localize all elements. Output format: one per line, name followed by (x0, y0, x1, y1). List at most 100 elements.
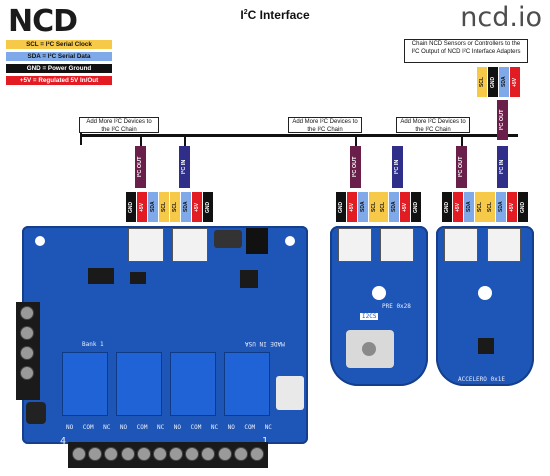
power-terminal (214, 230, 242, 248)
terminal-label: NC (210, 424, 219, 431)
screw (20, 366, 34, 380)
chain-callout-mid: Add More I²C Devices to the I²C Chain (288, 117, 362, 133)
wire-5v: +5V (192, 192, 202, 222)
wire-sda: SDA (181, 192, 191, 222)
wire-bundle-accel-in: SCL SDA +5V GND (485, 192, 528, 222)
wire-5v: +5V (400, 192, 410, 222)
wire-gnd: GND (203, 192, 213, 222)
mount-hole (478, 286, 492, 300)
terminal-label: NO (66, 424, 74, 431)
wire-scl: SCL (378, 192, 388, 222)
legend-scl: SCL = I²C Serial Clock (6, 40, 112, 49)
wire-sda: SDA (389, 192, 399, 222)
wire-bundle-relay-in: SCL SDA +5V GND (170, 192, 213, 222)
chain-callout-right: Add More I²C Devices to the I²C Chain (396, 117, 470, 133)
legend-sda: SDA = I²C Serial Data (6, 52, 112, 61)
wire-bundle-pressure-out: GND +5V SDA SCL (336, 192, 379, 222)
relay-3 (170, 352, 216, 416)
mount-hole (372, 286, 386, 300)
wire-scl: SCL (159, 192, 169, 222)
i2c-in-arrow: I²C IN (179, 146, 190, 188)
terminal-label: COM (136, 424, 148, 431)
screw (88, 447, 103, 461)
i2c-out-connector (444, 228, 478, 262)
ncd-logo: NCD (8, 4, 78, 39)
i2c-out-connector (338, 228, 372, 262)
wire-sda: SDA (148, 192, 158, 222)
wire-bundle-pressure-in: SCL SDA +5V GND (378, 192, 421, 222)
wire-5v: +5V (507, 192, 517, 222)
pressure-i2cs-label: I2CS (360, 313, 379, 320)
wire-5v: +5V (347, 192, 357, 222)
bus-drop (461, 134, 463, 146)
i2c-in-connector (172, 228, 208, 262)
screw (185, 447, 200, 461)
i2c-bus-line (80, 134, 518, 137)
page-title: I2C Interface (240, 8, 310, 22)
bus-drop (140, 134, 142, 146)
ic-chip (130, 272, 146, 284)
terminal-label: NO (173, 424, 181, 431)
terminal-label: NC (156, 424, 165, 431)
corner-label-left: 4 (60, 436, 67, 447)
wire-5v: +5V (510, 67, 520, 97)
screw (20, 346, 34, 360)
terminal-label: NC (103, 424, 111, 431)
ic-chip (240, 270, 258, 288)
legend-5v: +5V = Regulated 5V In/Out (6, 76, 112, 85)
i2c-in-connector (487, 228, 521, 262)
capacitor (26, 402, 46, 424)
ic-chip (88, 268, 114, 284)
ncd-io-logo: ncd.io (460, 2, 542, 33)
screw (120, 447, 135, 461)
i2c-in-arrow: I²C IN (392, 146, 403, 188)
bus-drop (184, 134, 186, 146)
terminal-label: NC (264, 424, 272, 431)
i2c-in-connector (380, 228, 414, 262)
wire-scl: SCL (477, 67, 487, 97)
screw (217, 447, 232, 461)
bus-drop (80, 133, 82, 145)
relay-2 (116, 352, 162, 416)
wire-gnd: GND (442, 192, 452, 222)
wire-sda: SDA (499, 67, 509, 97)
screw (20, 306, 34, 320)
terminal-label: NO (119, 424, 128, 431)
accel-label: ACCELERO 0x1E (458, 376, 505, 383)
screw (104, 447, 119, 461)
wire-5v: +5V (137, 192, 147, 222)
screw (136, 447, 151, 461)
bank-label: Bank 1 (82, 341, 104, 348)
screw (249, 447, 264, 461)
wire-gnd: GND (411, 192, 421, 222)
wire-scl: SCL (170, 192, 180, 222)
corner-label-right: 1 (262, 436, 268, 447)
wire-scl: SCL (475, 192, 485, 222)
accelerometer-chip (478, 338, 494, 354)
ncd-badge (276, 376, 304, 410)
wire-gnd: GND (488, 67, 498, 97)
mount-hole (35, 236, 45, 246)
screw (72, 447, 86, 461)
mount-hole (285, 236, 295, 246)
i2c-in-arrow: I²C IN (497, 146, 508, 188)
screw (233, 447, 248, 461)
i2c-out-arrow: I²C OUT (497, 100, 508, 140)
bus-drop (355, 134, 357, 146)
relay-terminal-labels: NO COM NC NO COM NC NO COM NC NO COM NC (66, 424, 272, 434)
wire-gnd: GND (336, 192, 346, 222)
wire-gnd: GND (518, 192, 528, 222)
legend-gnd: GND = Power Ground (6, 64, 112, 73)
terminal-label: COM (190, 424, 202, 431)
made-in-label: MADE IN USA (245, 340, 285, 347)
wire-sda: SDA (464, 192, 474, 222)
pressure-address-label: PRE 0x28 (382, 303, 411, 310)
wire-color-legend: SCL = I²C Serial Clock SDA = I²C Serial … (6, 40, 112, 88)
bottom-screws (72, 447, 264, 463)
i2c-out-connector (128, 228, 164, 262)
power-jack (246, 228, 268, 254)
screw (152, 447, 167, 461)
wire-5v: +5V (453, 192, 463, 222)
screw (20, 326, 34, 340)
pressure-port (362, 342, 376, 356)
